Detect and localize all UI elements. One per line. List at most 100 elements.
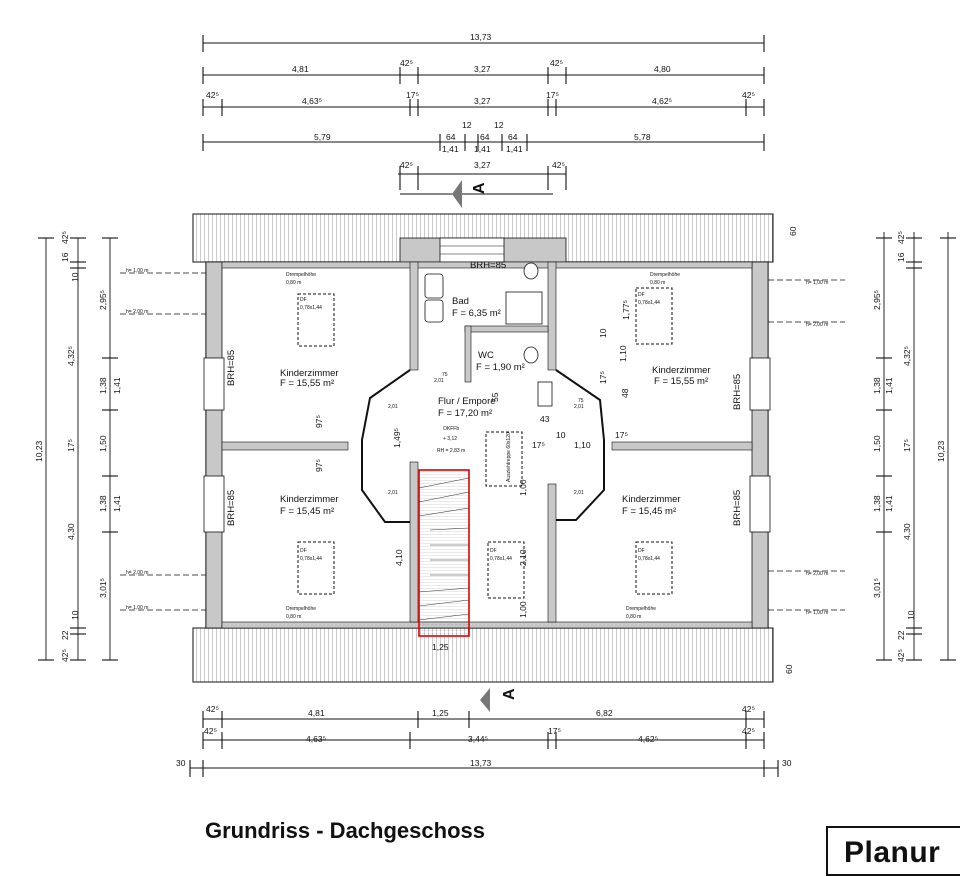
svg-text:DF: DF (300, 548, 307, 554)
svg-text:12: 12 (494, 120, 504, 130)
svg-text:0,78x1,44: 0,78x1,44 (638, 300, 660, 306)
svg-text:1,50: 1,50 (98, 435, 108, 452)
svg-text:48: 48 (620, 388, 630, 398)
svg-text:42⁵: 42⁵ (742, 90, 755, 100)
svg-text:60: 60 (788, 226, 798, 236)
svg-text:Drempelhöhe: Drempelhöhe (286, 272, 316, 278)
svg-text:3,44⁵: 3,44⁵ (468, 734, 488, 744)
svg-text:4,63⁵: 4,63⁵ (302, 96, 322, 106)
svg-text:42⁵: 42⁵ (400, 160, 413, 170)
svg-text:Drempelhöhe: Drempelhöhe (650, 272, 680, 278)
svg-text:4,80: 4,80 (654, 64, 671, 74)
svg-text:10,23: 10,23 (936, 440, 946, 462)
svg-text:1,38: 1,38 (98, 495, 108, 512)
svg-text:42⁵: 42⁵ (552, 160, 565, 170)
svg-text:42⁵: 42⁵ (896, 649, 906, 662)
wc-toilet (523, 346, 539, 364)
svg-text:13,73: 13,73 (470, 758, 492, 768)
svg-text:42⁵: 42⁵ (206, 704, 219, 714)
svg-text:10,23: 10,23 (34, 440, 44, 462)
svg-text:DF: DF (490, 548, 497, 554)
svg-text:64: 64 (508, 132, 518, 142)
svg-text:1,41: 1,41 (884, 495, 894, 512)
svg-text:4,63⁵: 4,63⁵ (306, 734, 326, 744)
dims-bottom (189, 711, 779, 777)
svg-text:22: 22 (60, 630, 70, 640)
svg-text:1,38: 1,38 (872, 377, 882, 394)
washbasin-2 (424, 299, 444, 323)
room-name-se: Kinderzimmer (622, 494, 681, 505)
svg-text:Drempelhöhe: Drempelhöhe (626, 606, 656, 612)
room-area-nw: F = 15,55 m² (280, 378, 334, 389)
svg-text:17⁵: 17⁵ (615, 430, 628, 440)
svg-text:3,27: 3,27 (474, 96, 491, 106)
svg-text:2,95⁵: 2,95⁵ (98, 290, 108, 310)
svg-text:1,41: 1,41 (474, 144, 491, 154)
svg-text:h= 1,00 m: h= 1,00 m (806, 280, 828, 286)
room-name-flur: Flur / Empore (438, 396, 496, 407)
svg-text:10: 10 (906, 610, 916, 620)
svg-text:+ 3,12: + 3,12 (443, 436, 457, 442)
svg-text:2,01: 2,01 (434, 378, 444, 384)
room-name-bad: Bad (452, 296, 469, 307)
svg-text:42⁵: 42⁵ (742, 726, 755, 736)
kitchenette (537, 381, 553, 407)
room-area-flur: F = 17,20 m² (438, 408, 492, 419)
svg-text:1,00: 1,00 (518, 479, 528, 496)
svg-text:Drempelhöhe: Drempelhöhe (286, 606, 316, 612)
svg-text:1,41: 1,41 (884, 377, 894, 394)
svg-text:75: 75 (578, 398, 584, 404)
svg-text:30: 30 (782, 758, 792, 768)
washbasin-1 (424, 273, 444, 299)
svg-text:97⁵: 97⁵ (314, 459, 324, 472)
interior-dims: 97⁵ 97⁵ 1,49⁵ 55 43 17⁵ 1,10 17⁵ 10 1,77… (314, 226, 798, 674)
svg-text:0,78x1,44: 0,78x1,44 (638, 556, 660, 562)
svg-text:A: A (471, 182, 488, 194)
svg-text:0,78x1,44: 0,78x1,44 (300, 305, 322, 311)
svg-text:1,38: 1,38 (98, 377, 108, 394)
svg-text:1,25: 1,25 (432, 708, 449, 718)
svg-text:60: 60 (784, 664, 794, 674)
svg-text:0,80 m: 0,80 m (650, 280, 665, 286)
svg-text:17⁵: 17⁵ (66, 439, 76, 452)
svg-text:1,41: 1,41 (112, 377, 122, 394)
svg-text:0,78x1,44: 0,78x1,44 (300, 556, 322, 562)
flur-wall-left (361, 369, 411, 523)
svg-text:h= 2,00 m: h= 2,00 m (126, 309, 148, 315)
svg-text:17⁵: 17⁵ (532, 440, 545, 450)
svg-text:1,49⁵: 1,49⁵ (392, 428, 402, 448)
bad-brh: BRH=85 (470, 260, 506, 271)
svg-text:30: 30 (176, 758, 186, 768)
detail-labels: OKFFb + 3,12 RH = 2,83 m DF 0,78x1,44 DF… (286, 272, 680, 620)
svg-text:13,73: 13,73 (470, 32, 492, 42)
svg-text:1,00: 1,00 (518, 601, 528, 618)
svg-text:75: 75 (442, 372, 448, 378)
svg-text:DF: DF (300, 297, 307, 303)
svg-text:17⁵: 17⁵ (406, 90, 419, 100)
svg-text:h= 1,00 m: h= 1,00 m (806, 610, 828, 616)
title-block-label: Planur (844, 836, 941, 869)
svg-text:h= 1,00 m: h= 1,00 m (126, 268, 148, 274)
svg-text:DF: DF (638, 548, 645, 554)
svg-text:h= 1,00 m: h= 1,00 m (126, 605, 148, 611)
section-marker-top: A (400, 180, 553, 208)
flur-wall-right (555, 369, 605, 521)
svg-text:0,80 m: 0,80 m (286, 280, 301, 286)
svg-text:1,41: 1,41 (442, 144, 459, 154)
svg-text:42⁵: 42⁵ (60, 649, 70, 662)
room-area-bad: F = 6,35 m² (452, 308, 501, 319)
svg-text:22: 22 (896, 630, 906, 640)
brh-nw: BRH=85 (226, 350, 237, 386)
svg-text:4,30: 4,30 (66, 523, 76, 540)
svg-text:4,32⁵: 4,32⁵ (66, 346, 76, 366)
svg-text:3,01⁵: 3,01⁵ (98, 578, 108, 598)
svg-text:2,01: 2,01 (388, 404, 398, 410)
svg-text:0,80 m: 0,80 m (626, 614, 641, 620)
svg-text:OKFFb: OKFFb (443, 426, 459, 432)
svg-text:16: 16 (896, 252, 906, 262)
svg-text:5,79: 5,79 (314, 132, 331, 142)
svg-text:17⁵: 17⁵ (546, 90, 559, 100)
svg-text:42⁵: 42⁵ (206, 90, 219, 100)
side-windows (203, 357, 771, 533)
svg-text:64: 64 (480, 132, 490, 142)
